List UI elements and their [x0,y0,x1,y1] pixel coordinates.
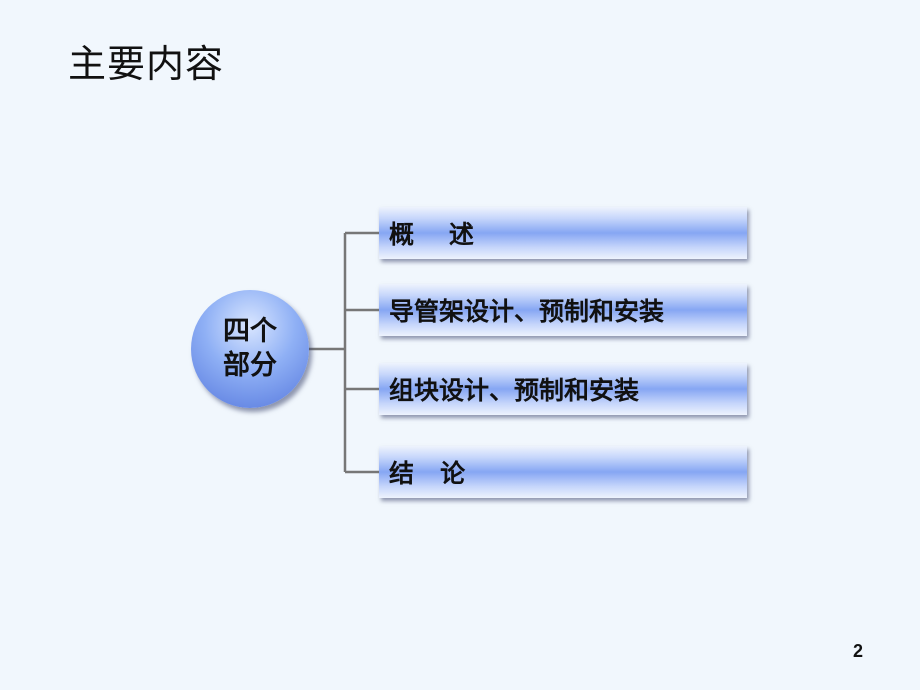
hub-label-line1: 四个 [223,316,277,348]
item-conclusion: 结 论 [379,446,747,498]
item-label: 导管架设计、预制和安装 [389,297,665,326]
slide-title: 主要内容 [68,42,225,86]
page-number: 2 [853,641,864,661]
item-label: 概 述 [389,220,474,249]
item-overview: 概 述 [379,207,747,259]
item-jacket: 导管架设计、预制和安装 [379,284,747,336]
item-topsides: 组块设计、预制和安装 [379,363,747,415]
hub-circle: 四个 部分 [191,290,309,408]
item-label: 组块设计、预制和安装 [389,376,640,405]
hub-label-line2: 部分 [223,350,277,381]
item-label: 结 论 [389,459,466,488]
